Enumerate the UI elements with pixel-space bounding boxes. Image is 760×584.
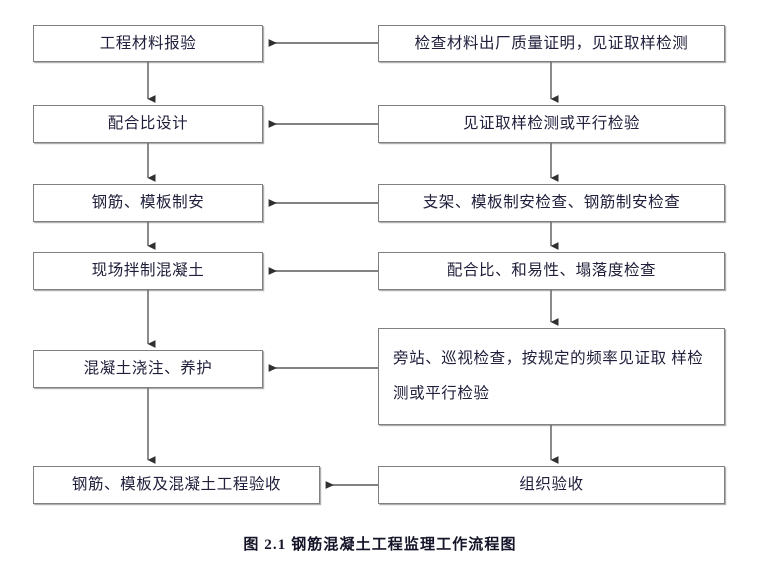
inspection-node-R2[interactable]: 见证取样检测或平行检验 — [378, 105, 725, 143]
inspection-node-R5-label-line1: 旁站、巡视检查，按规定的频率见证取 — [393, 350, 667, 368]
inspection-node-R3[interactable]: 支架、模板制安检查、钢筋制安检查 — [378, 184, 725, 222]
process-node-L3-label: 钢筋、模板制安 — [91, 194, 205, 212]
inspection-node-R6-label: 组织验收 — [519, 476, 584, 494]
process-node-L2-label: 配合比设计 — [107, 115, 189, 133]
inspection-node-R2-label: 见证取样检测或平行检验 — [462, 115, 641, 133]
inspection-node-R6[interactable]: 组织验收 — [378, 466, 725, 504]
process-node-L1[interactable]: 工程材料报验 — [33, 25, 263, 62]
process-node-L3[interactable]: 钢筋、模板制安 — [33, 184, 263, 222]
inspection-node-R1-label: 检查材料出厂质量证明，见证取样检测 — [414, 34, 689, 52]
figure-caption: 图 2.1 钢筋混凝土工程监理工作流程图 — [243, 537, 517, 553]
process-node-L5[interactable]: 混凝土浇注、养护 — [33, 350, 263, 388]
process-node-L4-label: 现场拌制混凝土 — [91, 262, 205, 280]
process-node-L6-label: 钢筋、模板及混凝土工程验收 — [71, 476, 282, 494]
process-node-L4[interactable]: 现场拌制混凝土 — [33, 252, 263, 290]
process-node-L2[interactable]: 配合比设计 — [33, 105, 263, 143]
process-node-L1-label: 工程材料报验 — [99, 34, 197, 52]
inspection-node-R5[interactable]: 旁站、巡视检查，按规定的频率见证取 样检测或平行检验 — [378, 328, 725, 425]
process-node-L6[interactable]: 钢筋、模板及混凝土工程验收 — [33, 466, 320, 504]
inspection-node-R5-label-line2: 样检测或平行检验 — [393, 350, 704, 402]
inspection-node-R1[interactable]: 检查材料出厂质量证明，见证取样检测 — [378, 25, 725, 62]
inspection-node-R4-label: 配合比、和易性、塌落度检查 — [446, 262, 657, 280]
inspection-node-R4[interactable]: 配合比、和易性、塌落度检查 — [378, 252, 725, 290]
inspection-node-R3-label: 支架、模板制安检查、钢筋制安检查 — [422, 194, 681, 212]
process-node-L5-label: 混凝土浇注、养护 — [83, 360, 213, 378]
